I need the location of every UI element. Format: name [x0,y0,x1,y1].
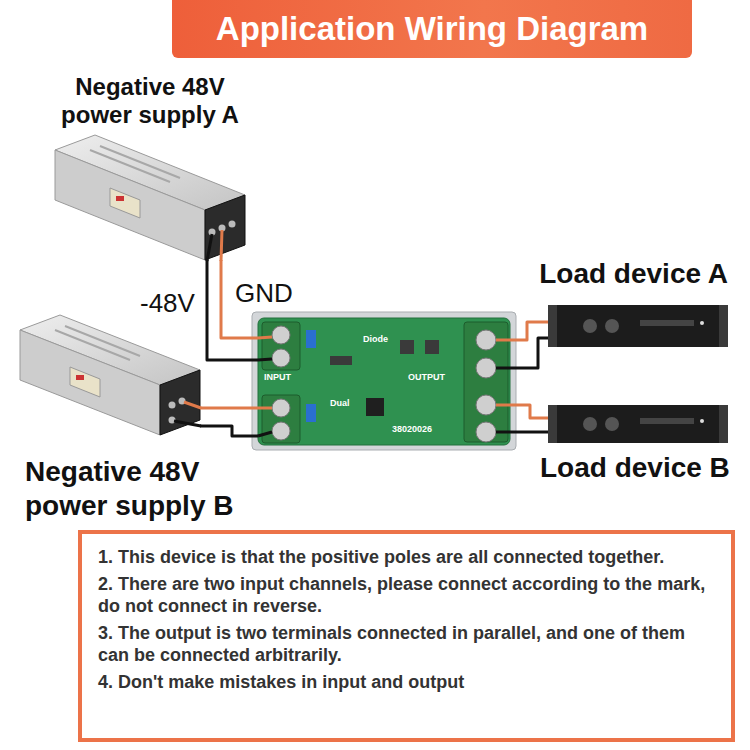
board-print: Diode [363,334,388,345]
title-banner: Application Wiring Diagram [172,0,692,58]
vent-line [100,146,180,178]
supply-end [205,195,245,260]
knob [583,417,597,431]
wire-stub [221,230,222,261]
amplifier-b-drawing [548,405,728,443]
supply-side [20,330,160,435]
supply-sticker [110,188,140,218]
screw [476,358,496,378]
power-supply: Negative 48V power supply A [55,135,245,260]
terminal-screw [229,221,236,228]
screw [476,395,496,415]
vent-line [65,326,140,356]
vent-line [55,330,130,360]
panel-strip [640,320,694,326]
trim-pot [306,330,316,348]
screw [272,349,290,367]
screw [476,422,496,442]
wire-stub [207,234,212,261]
supply-end [160,370,200,435]
amplifier-a-drawing [548,305,728,347]
wire-label: -48V [138,288,197,318]
trim-pot [306,404,316,422]
rack-ear [719,305,728,347]
component [425,340,439,354]
wire-label: GND [233,278,295,308]
load-device: Load device B [548,405,728,443]
screw [272,326,290,344]
brand-mark [116,196,124,201]
notes-box: 1. This device is that the positive pole… [78,530,735,742]
terminal-screw [169,402,176,409]
terminal-block [262,395,300,443]
wire-stub [174,421,201,426]
supply-heading: Negative 48V power supply A [50,73,250,129]
wire [200,426,258,436]
power-supply-b-drawing [20,315,201,435]
power-supply: Negative 48V power supply B [20,315,200,435]
rack-ear [719,405,728,443]
pcb [258,318,510,445]
amp-body [548,305,728,347]
note-text: 3. The output is two terminals connected… [98,622,715,666]
screw [272,422,290,440]
wire-stub [496,339,510,342]
screw [272,399,290,417]
load-device: Load device A [548,305,728,347]
module-drawing [252,312,516,450]
diode-module: INPUT DiodeDual OUTPUT 38020026 [258,318,510,445]
title: Application Wiring Diagram [172,0,692,58]
wire [510,405,548,418]
component [330,356,352,365]
wire-stub [496,367,510,370]
knob [583,319,597,333]
wire [510,338,548,368]
rack-ear [548,405,557,443]
wire-stub [258,407,272,410]
terminal-block [262,322,300,370]
panel-strip [640,418,694,424]
brand-mark [76,375,84,380]
note-text: 1. This device is that the positive pole… [98,546,715,568]
vent-line [90,150,170,182]
note-text: 4. Don't make mistakes in input and outp… [98,671,715,693]
led [700,419,704,423]
knob [605,319,619,333]
board-print: Dual [330,398,350,409]
wire [200,407,258,410]
supply-side [55,150,205,260]
knob [605,417,619,431]
screw [476,330,496,350]
ic-chip [366,398,384,416]
wire [510,431,548,434]
board-print: 38020026 [392,424,432,435]
wire-stub [496,431,510,434]
supply-sticker [70,367,100,397]
load-heading: Load device B [540,451,730,485]
power-supply-a-drawing [55,135,245,261]
board-print: OUTPUT [408,372,445,383]
supply-heading: Negative 48V power supply B [25,455,260,523]
wire [207,260,258,360]
component [400,340,414,354]
wire-stub [496,404,510,407]
led [700,321,704,325]
board-print: INPUT [264,372,291,383]
wire-stub [184,402,201,408]
amp-body [548,405,728,443]
wire-stub [258,359,272,360]
wire-stub [258,432,272,436]
load-heading: Load device A [539,257,728,291]
rack-ear [548,305,557,347]
wire-stub [258,337,272,338]
note-text: 2. There are two input channels, please … [98,573,715,617]
module-base [252,312,516,450]
